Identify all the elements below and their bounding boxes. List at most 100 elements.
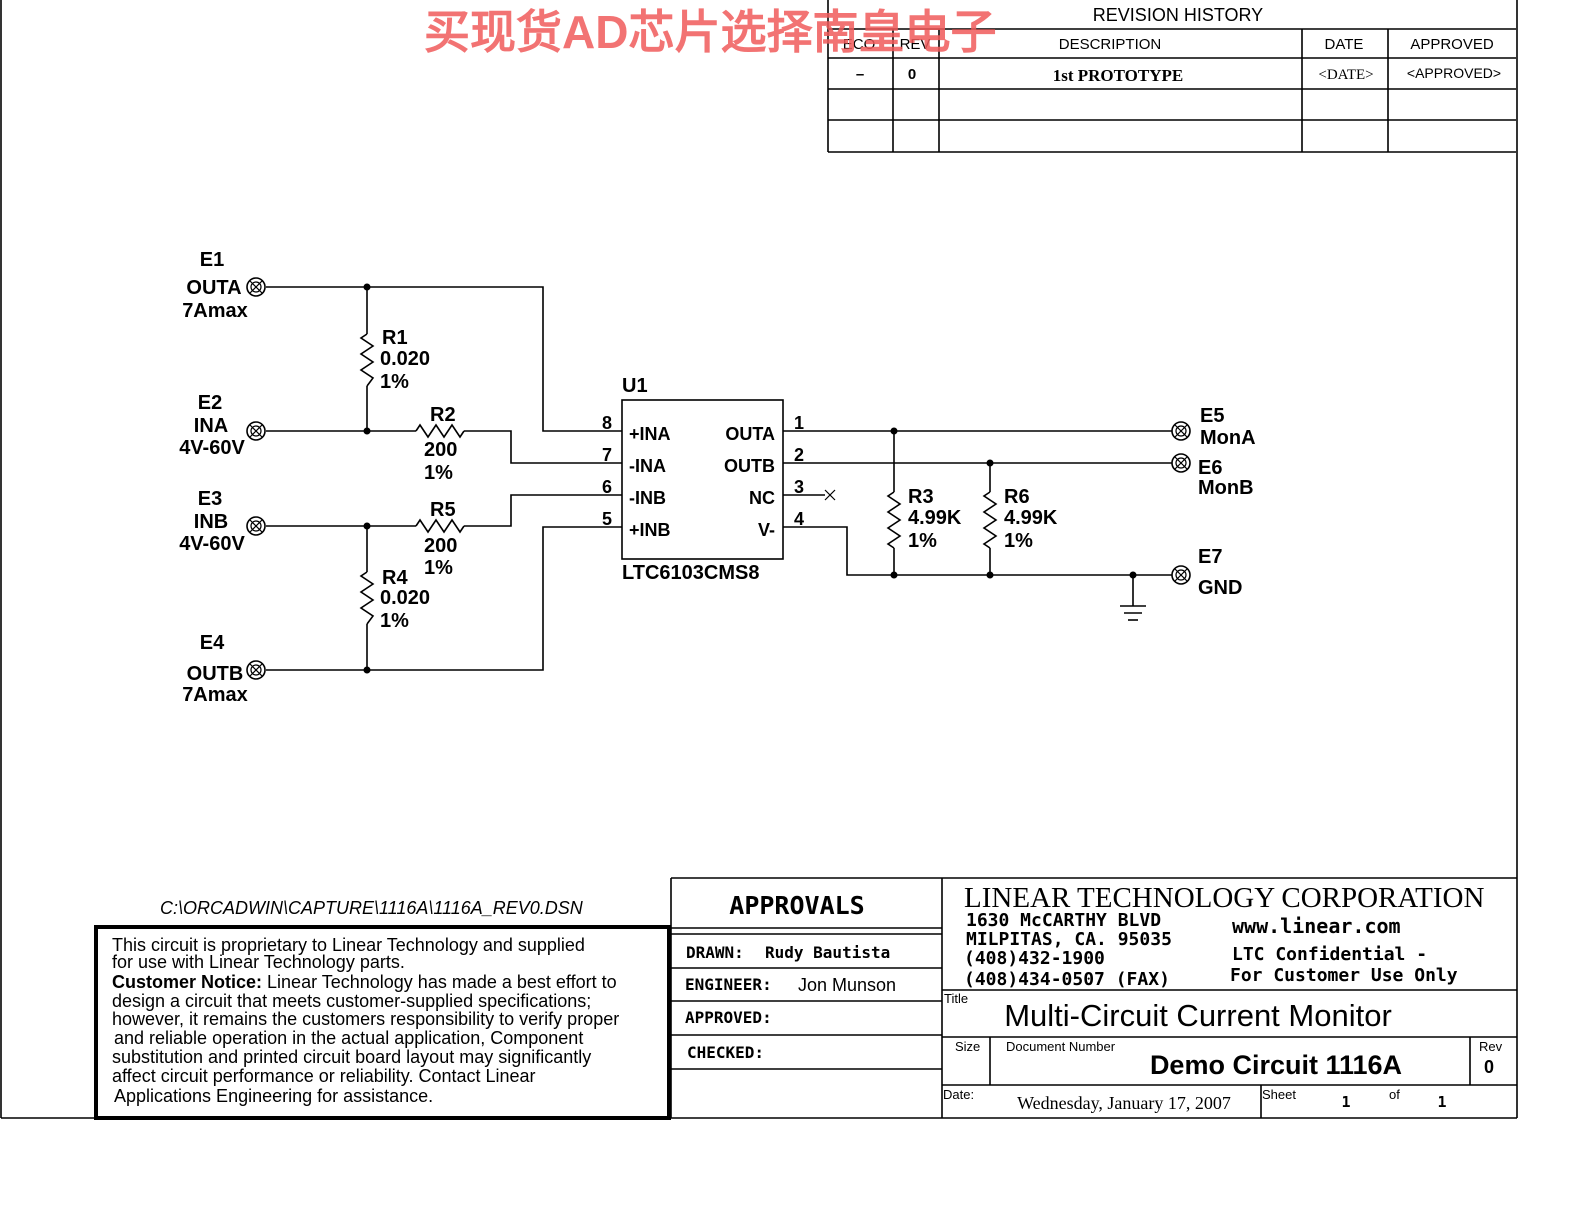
- r6-value: 4.99K: [1004, 507, 1058, 529]
- sheet-number: 1: [1341, 1093, 1350, 1111]
- notice-line-9: Applications Engineering for assistance.: [114, 1086, 433, 1106]
- revision-history-title: REVISION HISTORY: [1093, 5, 1263, 25]
- size-label: Size: [955, 1039, 980, 1054]
- r1-tol: 1%: [380, 371, 409, 393]
- rev-header-description: DESCRIPTION: [1059, 36, 1162, 53]
- e4-name: OUTB: [187, 663, 244, 685]
- r4-ref: R4: [382, 567, 408, 589]
- title-label: Title: [944, 991, 968, 1006]
- rev-row-eco: –: [856, 66, 864, 83]
- notice-line-3: Customer Notice: Linear Technology has m…: [112, 972, 617, 992]
- approvals-title: APPROVALS: [729, 891, 864, 920]
- r2-ref: R2: [430, 404, 456, 426]
- e4-ref: E4: [200, 632, 225, 654]
- terminal-e1-icon: [246, 277, 266, 297]
- approvals-block: [670, 877, 1517, 1118]
- u1-pin-3-num: 3: [794, 477, 804, 497]
- drawing-title: Multi-Circuit Current Monitor: [1004, 998, 1392, 1033]
- r2-symbol: [415, 423, 465, 439]
- e1-ref: E1: [200, 249, 224, 271]
- rev-header-date: DATE: [1325, 36, 1364, 53]
- terminal-e3-icon: [246, 516, 266, 536]
- r5-tol: 1%: [424, 557, 453, 579]
- u1-pin-2-name: OUTB: [724, 456, 775, 476]
- junction-dots: [363, 283, 1137, 674]
- drawn-label: DRAWN:: [686, 943, 744, 962]
- rev-row-description: 1st PROTOTYPE: [1053, 66, 1184, 85]
- r1-value: 0.020: [380, 348, 430, 370]
- r5-symbol: [415, 518, 465, 534]
- e3-spec: 4V-60V: [179, 533, 245, 555]
- company-name: LINEAR TECHNOLOGY CORPORATION: [964, 882, 1484, 914]
- notice-line-8: affect circuit performance or reliabilit…: [112, 1066, 536, 1086]
- r2-value: 200: [424, 439, 457, 461]
- drawn-value: Rudy Bautista: [765, 943, 890, 962]
- notice-line-1: This circuit is proprietary to Linear Te…: [112, 935, 585, 955]
- notice-line-6: and reliable operation in the actual app…: [114, 1028, 583, 1048]
- confidential-line-1: LTC Confidential -: [1232, 944, 1427, 965]
- r3-symbol: [886, 491, 902, 549]
- revision-history-table: REVISION HISTORY ECO REV DESCRIPTION DAT…: [827, 0, 1516, 153]
- engineer-label: ENGINEER:: [685, 975, 772, 994]
- u1-ref: U1: [622, 375, 648, 397]
- u1-pin-4-num: 4: [794, 509, 804, 529]
- rev-header-approved: APPROVED: [1410, 36, 1494, 53]
- r4-symbol: [359, 571, 375, 625]
- e3-ref: E3: [198, 488, 222, 510]
- e3-name: INB: [194, 511, 228, 533]
- company-website: www.linear.com: [1232, 914, 1401, 938]
- rev-row-rev: 0: [908, 66, 916, 83]
- e2-name: INA: [194, 415, 228, 437]
- r3-value: 4.99K: [908, 507, 962, 529]
- e2-spec: 4V-60V: [179, 437, 245, 459]
- date-value: Wednesday, January 17, 2007: [1017, 1093, 1231, 1113]
- r6-symbol: [982, 491, 998, 549]
- notice-line-7: substitution and printed circuit board l…: [112, 1047, 591, 1067]
- rev-header-eco: ECO: [843, 36, 876, 53]
- u1-pin-2-num: 2: [794, 445, 804, 465]
- u1-pin-7-name: -INA: [629, 456, 666, 476]
- title-block-grid: [942, 989, 1517, 1118]
- checked-label: CHECKED:: [687, 1043, 764, 1062]
- rev-header-rev: REV: [900, 36, 931, 53]
- e6-ref: E6: [1198, 457, 1222, 479]
- r5-value: 200: [424, 535, 457, 557]
- u1-pin-1-name: OUTA: [725, 424, 775, 444]
- rev-row-approved: <APPROVED>: [1407, 65, 1501, 81]
- customer-notice-label: Customer Notice:: [112, 972, 262, 992]
- notice-box: [94, 925, 671, 1120]
- r6-tol: 1%: [1004, 530, 1033, 552]
- u1-pin-8-name: +INA: [629, 424, 671, 444]
- r1-symbol: [359, 333, 375, 387]
- confidential-line-2: For Customer Use Only: [1230, 965, 1458, 986]
- company-phone: (408)432-1900: [964, 948, 1105, 969]
- u1-body: [621, 399, 784, 560]
- file-path: C:\ORCADWIN\CAPTURE\1116A\1116A_REV0.DSN: [160, 898, 584, 918]
- r4-tol: 1%: [380, 610, 409, 632]
- watermark-text: 买现货AD芯片选择南皇电子: [424, 6, 996, 58]
- r2-tol: 1%: [424, 462, 453, 484]
- rev-value: 0: [1484, 1057, 1494, 1077]
- r3-ref: R3: [908, 486, 934, 508]
- schematic-wires: [266, 286, 1172, 671]
- e5-ref: E5: [1200, 405, 1224, 427]
- u1-part: LTC6103CMS8: [622, 562, 759, 584]
- document-number: Demo Circuit 1116A: [1150, 1050, 1402, 1080]
- u1-pin-7-num: 7: [602, 445, 612, 465]
- e7-name: GND: [1198, 577, 1242, 599]
- e1-spec: 7Amax: [182, 300, 248, 322]
- u1-pin-1-num: 1: [794, 413, 804, 433]
- terminal-e6-icon: [1171, 453, 1191, 473]
- terminal-e2-icon: [246, 421, 266, 441]
- of-label: of: [1389, 1087, 1400, 1102]
- r5-ref: R5: [430, 499, 456, 521]
- e1-name: OUTA: [186, 277, 241, 299]
- notice-line-2: for use with Linear Technology parts.: [112, 952, 405, 972]
- company-address-1: 1630 McCARTHY BLVD: [966, 910, 1161, 931]
- r1-ref: R1: [382, 327, 408, 349]
- document-number-label: Document Number: [1006, 1039, 1116, 1054]
- e6-name: MonB: [1198, 477, 1254, 499]
- date-label: Date:: [943, 1087, 974, 1102]
- e7-ref: E7: [1198, 546, 1222, 568]
